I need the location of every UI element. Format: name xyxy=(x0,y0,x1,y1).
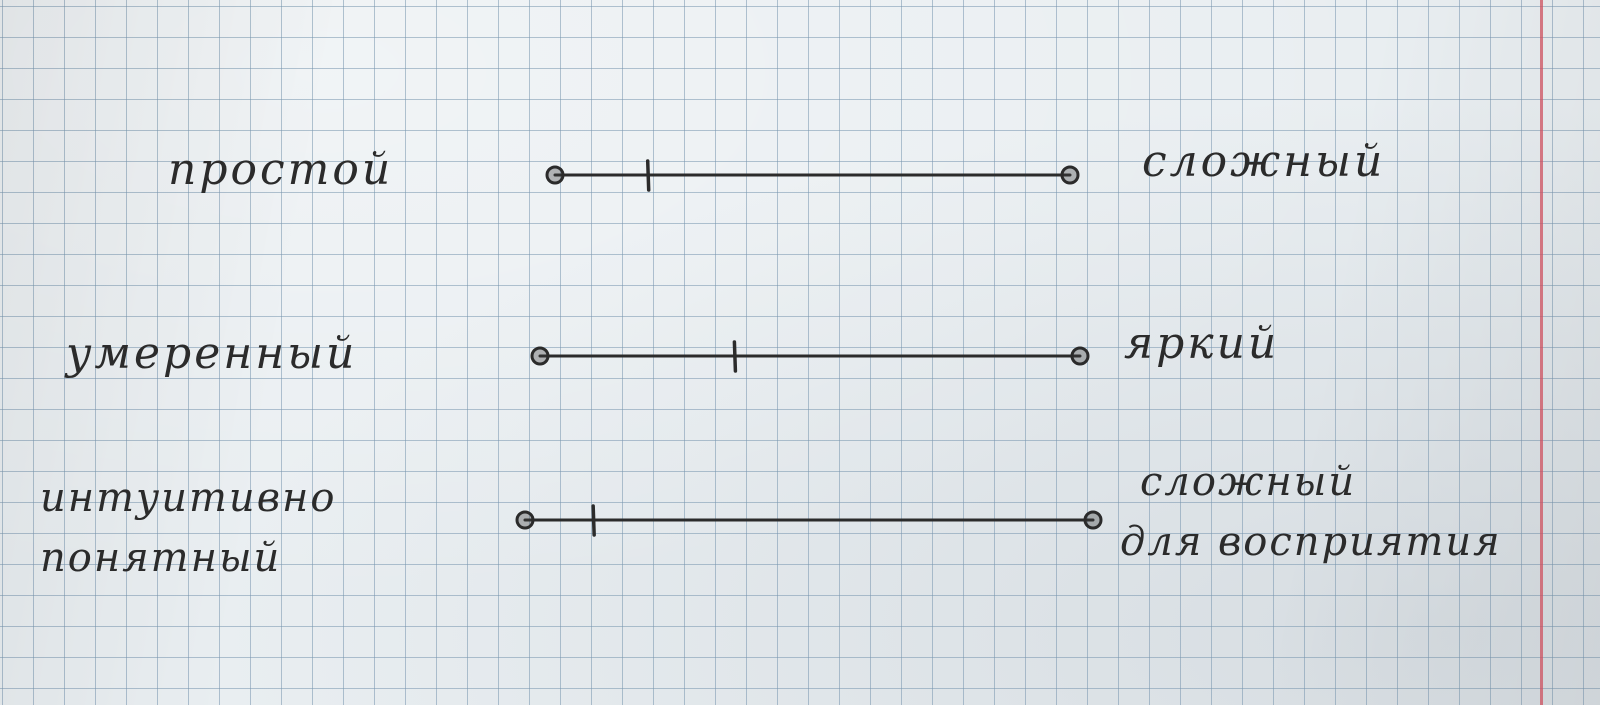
scale-1-marker-tick xyxy=(645,159,651,192)
scale-3-right-label-line-2: для восприятия xyxy=(1120,519,1502,565)
scale-1-right-label: сложный xyxy=(1142,136,1386,187)
scale-2-left-endpoint xyxy=(530,346,550,366)
scale-3-right-label-line-1: сложный xyxy=(1140,459,1357,505)
notebook-margin-line xyxy=(1540,0,1543,705)
scale-2-marker-tick xyxy=(732,340,738,373)
scale-3-left-label-line-2: понятный xyxy=(40,535,282,581)
scale-2-left-label: умеренный xyxy=(66,328,358,379)
scale-3-right-endpoint xyxy=(1083,510,1103,530)
scale-2-right-endpoint xyxy=(1070,346,1090,366)
scale-1-right-endpoint xyxy=(1060,165,1080,185)
scale-1-left-endpoint xyxy=(545,165,565,185)
scale-3-left-endpoint xyxy=(515,510,535,530)
scale-1-left-label: простой xyxy=(168,144,394,195)
scale-3-marker-tick xyxy=(591,504,596,537)
scale-3-left-label-line-1: интуитивно xyxy=(40,475,337,521)
scale-2-right-label: яркий xyxy=(1124,318,1280,369)
